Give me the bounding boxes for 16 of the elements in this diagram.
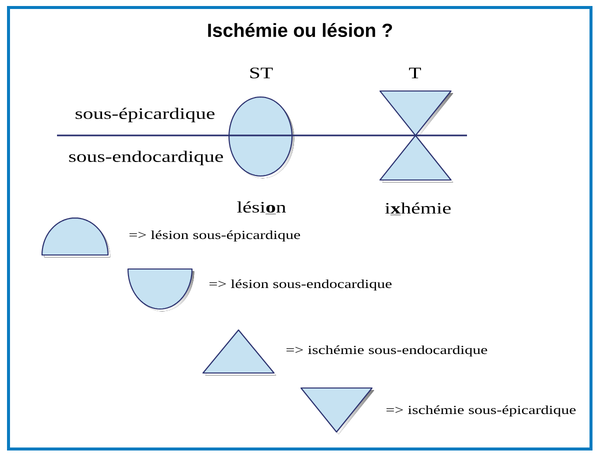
description-text: => ischémie sous-endocardique bbox=[286, 345, 488, 357]
description-text: => ischémie sous-épicardique bbox=[386, 405, 576, 417]
title: Ischémie ou lésion ? bbox=[208, 22, 392, 38]
triangle bbox=[202, 329, 276, 376]
meaning-label: lésion bbox=[237, 201, 286, 214]
hourglass-shape bbox=[379, 90, 454, 182]
triangle bbox=[300, 387, 374, 434]
ellipse bbox=[228, 96, 294, 178]
semicircle bbox=[127, 268, 194, 312]
description-text: => lésion sous-épicardique bbox=[130, 230, 300, 242]
layer-label: sous-épicardique bbox=[76, 108, 214, 122]
meaning-label: ixhémie bbox=[385, 202, 451, 216]
wave-label: ST bbox=[250, 68, 273, 78]
semicircle bbox=[41, 217, 110, 258]
description-text: => lésion sous-endocardique bbox=[210, 279, 392, 291]
wave-label: T bbox=[409, 68, 421, 78]
